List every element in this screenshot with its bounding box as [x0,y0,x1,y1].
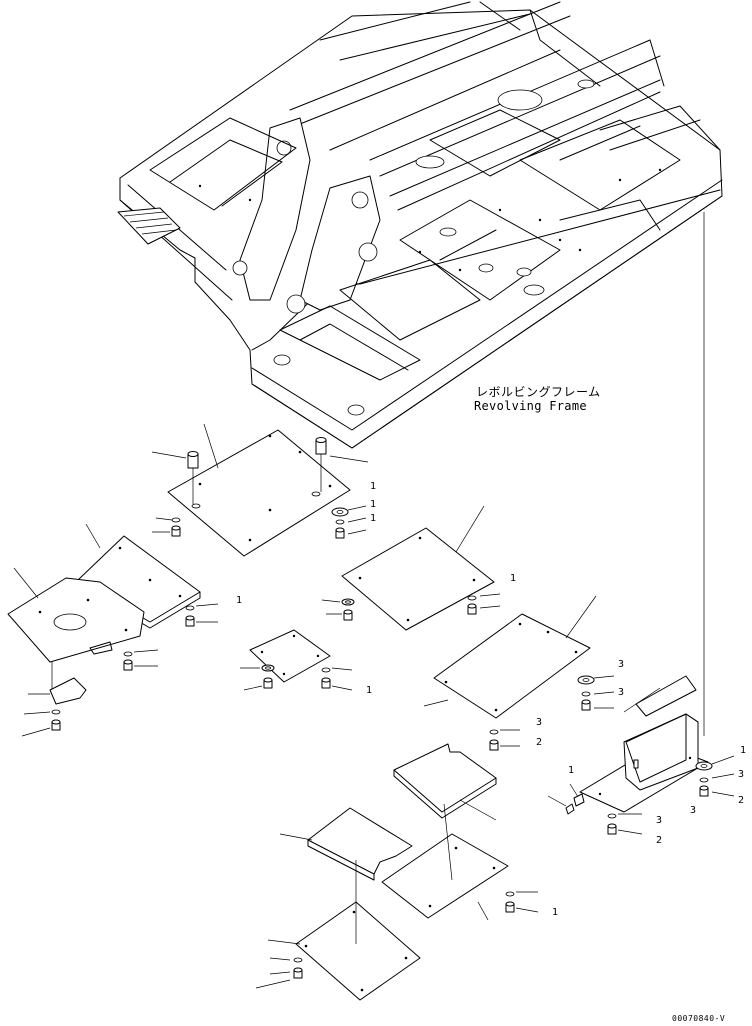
callout: 1 [568,765,575,776]
callout: 1 [510,573,517,584]
plate-e [341,505,495,631]
callout: 1 [552,907,559,918]
callout: 3 [618,659,625,670]
plate-d [249,629,331,683]
plate-c [7,567,145,705]
callout: 2 [656,835,663,846]
callout: 1 [370,481,377,492]
callout: 1 [740,745,747,756]
callout: 1 [366,685,373,696]
callout: 1 [236,595,243,606]
callout: 1 [370,513,377,524]
drawing-number: 00070840-V [672,1014,726,1023]
pad-g [393,743,497,821]
plate-a [151,423,369,557]
pad-h [279,807,413,881]
callout: 1 [370,499,377,510]
plate-j [267,860,421,1001]
plate-i [381,803,509,921]
box-cover [569,675,709,813]
frame-label-en: Revolving Frame [474,399,587,413]
callout: 3 [738,769,745,780]
callout: 3 [536,717,543,728]
callout: 2 [536,737,543,748]
fasteners [21,505,735,989]
frame-label-jp: レボルビングフレーム [476,385,601,399]
callout: 2 [738,795,745,806]
callout: 3 [690,805,697,816]
callout: 3 [656,815,663,826]
revolving-frame [117,1,723,449]
plate-f [423,595,597,719]
callout: 3 [618,687,625,698]
